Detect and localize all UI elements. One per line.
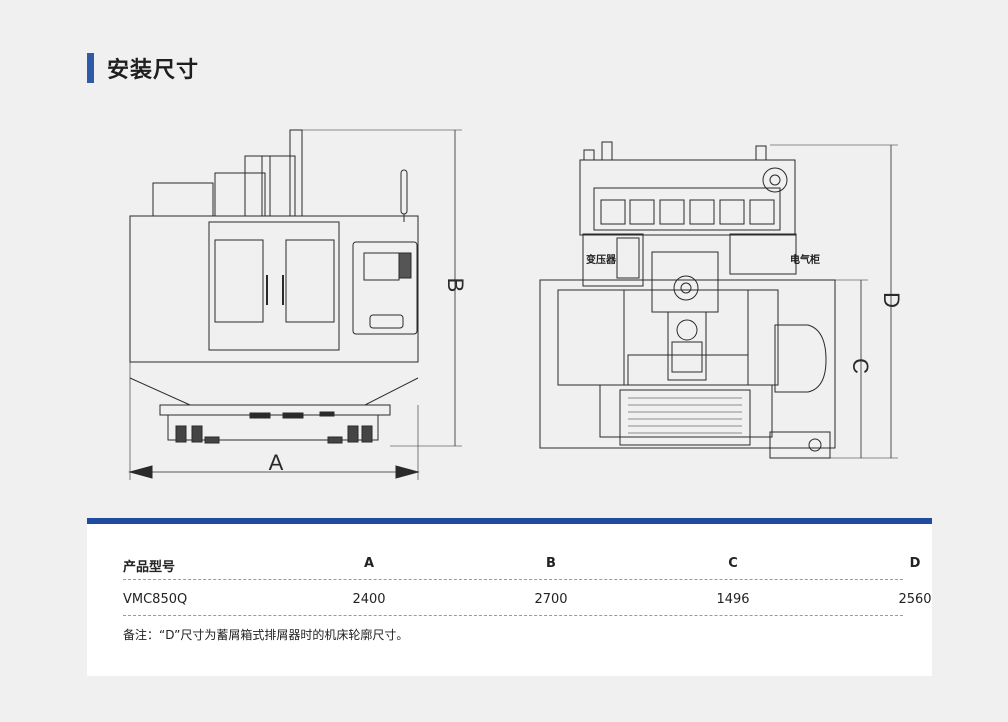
row-divider	[123, 615, 903, 616]
front-view	[128, 129, 462, 480]
cell-b: 2700	[534, 592, 568, 607]
header-b: B	[546, 556, 556, 571]
installation-drawing: A B D C 变压器 电气柜	[128, 129, 904, 480]
dimension-label-c: C	[848, 358, 873, 374]
table-top-bar	[87, 518, 932, 524]
cell-a: 2400	[352, 592, 386, 607]
callout-electrical-cabinet: 电气柜	[790, 253, 820, 266]
section-accent-bar	[87, 53, 94, 83]
spec-table-header: 产品型号 A B C D	[123, 546, 920, 580]
cell-d: 2560	[898, 592, 932, 607]
cell-c: 1496	[716, 592, 750, 607]
table-note: 备注：“D”尺寸为蓄屑箱式排屑器时的机床轮廓尺寸。	[123, 628, 409, 642]
section-header: 安装尺寸	[87, 52, 199, 84]
callout-transformer: 变压器	[586, 253, 617, 266]
header-model: 产品型号	[123, 560, 176, 575]
dimension-label-b: B	[443, 278, 468, 293]
cell-model: VMC850Q	[123, 592, 188, 607]
header-divider	[123, 579, 903, 580]
dimension-label-d: D	[879, 292, 904, 308]
top-view	[539, 141, 898, 459]
dimension-label-a: A	[269, 450, 284, 475]
header-d: D	[909, 556, 921, 571]
table-row: VMC850Q 2400 2700 1496 2560	[123, 582, 932, 616]
spec-table-panel: 产品型号 A B C D VMC850Q 2400 2700 1496 2560…	[87, 518, 932, 676]
section-title: 安装尺寸	[107, 58, 200, 83]
header-a: A	[363, 556, 375, 571]
header-c: C	[728, 556, 738, 571]
